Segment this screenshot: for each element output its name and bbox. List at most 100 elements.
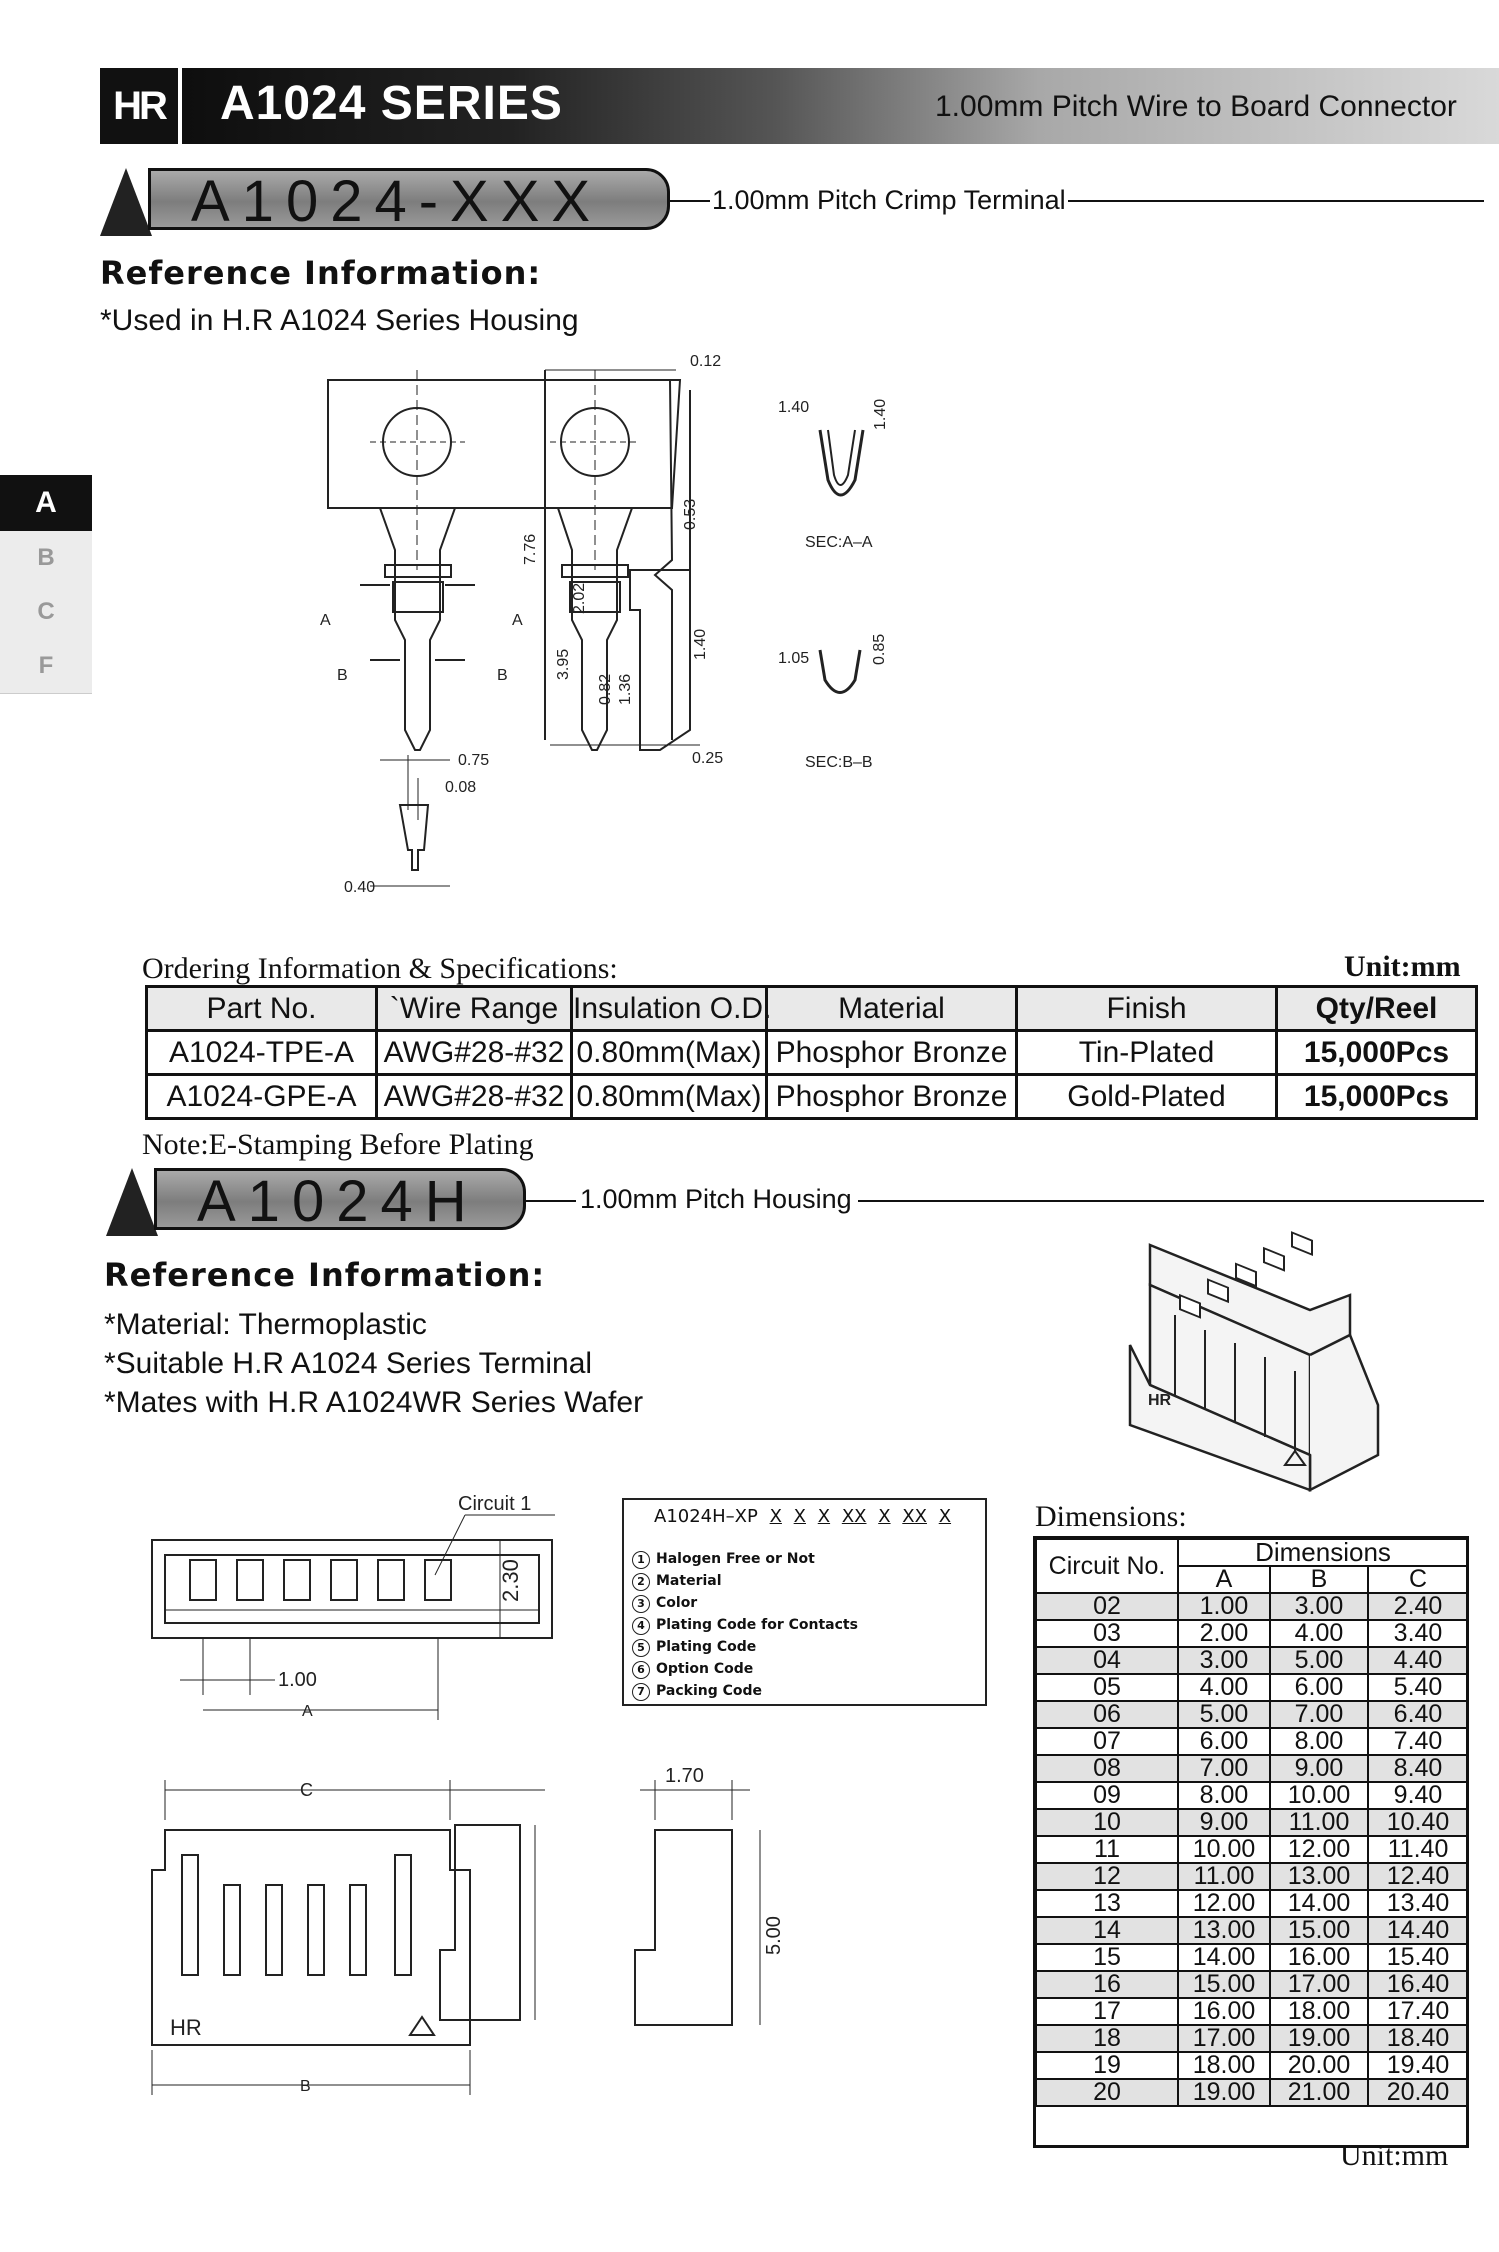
hr-logo: HR	[100, 68, 178, 144]
table-cell: 5.40	[1366, 1673, 1470, 1702]
table-cell: 4.00	[1269, 1619, 1369, 1648]
table-cell: Tin-Plated	[1015, 1029, 1278, 1076]
table-cell: 20	[1035, 2078, 1179, 2107]
dim-label: 1.40	[692, 629, 709, 660]
table-cell: 18.00	[1269, 1997, 1369, 2026]
table-cell: 15.00	[1269, 1916, 1369, 1945]
table-cell: 16.00	[1177, 1997, 1271, 2026]
table-cell: 13.00	[1177, 1916, 1271, 1945]
dim-label: 1.70	[665, 1765, 704, 1787]
dimensions-label: Dimensions:	[1035, 1500, 1187, 1533]
dim-label: 0.40	[344, 879, 375, 896]
table-cell: A1024-TPE-A	[145, 1029, 378, 1076]
table-cell: 19.40	[1366, 2051, 1470, 2080]
table-cell: 08	[1035, 1754, 1179, 1783]
dim-label: 0.53	[682, 499, 699, 530]
table-header-row: A B C	[1036, 1565, 1470, 1594]
table-cell: 14.00	[1177, 1943, 1271, 1972]
table-cell: 15,000Pcs	[1275, 1029, 1478, 1076]
col-header: B	[1269, 1565, 1369, 1594]
housing-bullet: *Mates with H.R A1024WR Series Wafer	[104, 1386, 644, 1419]
table-cell: 18.00	[1177, 2051, 1271, 2080]
table-cell: 13.00	[1269, 1862, 1369, 1891]
col-header: `Wire Range	[375, 985, 573, 1032]
table-cell: 7.00	[1177, 1754, 1271, 1783]
table-cell: 6.40	[1366, 1700, 1470, 1729]
table-cell: 9.00	[1177, 1808, 1271, 1837]
side-tab-b[interactable]: B	[0, 531, 92, 586]
table-cell: 09	[1035, 1781, 1179, 1810]
triangle-mark-icon	[1283, 1449, 1307, 1466]
section-mark-b: B	[337, 667, 348, 684]
table-cell: 16	[1035, 1970, 1179, 1999]
housing-banner-subtitle: 1.00mm Pitch Housing	[580, 1184, 852, 1214]
housing-bullet: *Suitable H.R A1024 Series Terminal	[104, 1347, 593, 1380]
code-slot: XX	[841, 1506, 867, 1527]
table-cell: 7.40	[1366, 1727, 1470, 1756]
dim-letter-b: B	[300, 2078, 311, 2095]
dim-label: 1.36	[617, 674, 634, 705]
table-cell: A1024-GPE-A	[145, 1073, 378, 1120]
banner-triangle-icon	[106, 1168, 158, 1236]
table-cell: 19	[1035, 2051, 1179, 2080]
section-label-b: SEC:B–B	[805, 754, 873, 771]
table-row: A1024-GPE-A AWG#28-#32 0.80mm(Max) Phosp…	[145, 1073, 1478, 1120]
section-label-a: SEC:A–A	[805, 534, 873, 551]
table-cell: 8.40	[1366, 1754, 1470, 1783]
dim-label: 5.00	[763, 1916, 785, 1955]
table-cell: 17.40	[1366, 1997, 1470, 2026]
dim-label: 7.76	[522, 534, 539, 565]
table-cell: 20.40	[1366, 2078, 1470, 2107]
side-tab-a[interactable]: A	[0, 475, 92, 531]
table-header-row: Part No. `Wire Range Insulation O.D. Mat…	[145, 985, 1478, 1032]
code-slot: X	[878, 1506, 891, 1527]
banner-rule	[526, 1200, 576, 1202]
table-cell: 19.00	[1269, 2024, 1369, 2053]
col-header: A	[1177, 1565, 1271, 1594]
table-cell: 20.00	[1269, 2051, 1369, 2080]
table-cell: 5.00	[1269, 1646, 1369, 1675]
table-cell: 15	[1035, 1943, 1179, 1972]
code-slot: X	[793, 1506, 806, 1527]
table-cell: 4.00	[1177, 1673, 1271, 1702]
table-cell: 11.00	[1269, 1808, 1369, 1837]
table-cell: 12.00	[1269, 1835, 1369, 1864]
table-cell: 11.40	[1366, 1835, 1470, 1864]
hr-mark: HR	[170, 2015, 202, 2040]
table-cell: 14.40	[1366, 1916, 1470, 1945]
table-cell: 07	[1035, 1727, 1179, 1756]
col-header: Qty/Reel	[1275, 985, 1478, 1032]
table-cell: 17.00	[1269, 1970, 1369, 1999]
table-cell: 15.00	[1177, 1970, 1271, 1999]
stamping-note: Note:E-Stamping Before Plating	[142, 1128, 534, 1161]
side-tab-f[interactable]: F	[0, 639, 92, 694]
table-cell: 10.00	[1269, 1781, 1369, 1810]
table-cell: 15.40	[1366, 1943, 1470, 1972]
table-cell: 16.40	[1366, 1970, 1470, 1999]
code-slot: X	[769, 1506, 782, 1527]
housing-drawing: Circuit 1 2.30 1.00 A C B HR	[151, 1493, 555, 2095]
dim-label: 1.05	[778, 650, 809, 667]
side-tab-c[interactable]: C	[0, 585, 92, 640]
dim-label: 0.12	[690, 353, 721, 370]
table-cell: 03	[1035, 1619, 1179, 1648]
terminal-banner-subtitle: 1.00mm Pitch Crimp Terminal	[712, 185, 1066, 215]
series-subtitle: 1.00mm Pitch Wire to Board Connector	[935, 90, 1457, 123]
col-header: Insulation O.D.	[570, 985, 771, 1032]
terminal-bullet: *Used in H.R A1024 Series Housing	[100, 304, 579, 337]
table-cell: 0.80mm(Max)	[570, 1073, 768, 1120]
table-cell: 17.00	[1177, 2024, 1271, 2053]
housing-ref-heading: Reference Information:	[104, 1256, 546, 1294]
table-cell: 0.80mm(Max)	[570, 1029, 768, 1076]
